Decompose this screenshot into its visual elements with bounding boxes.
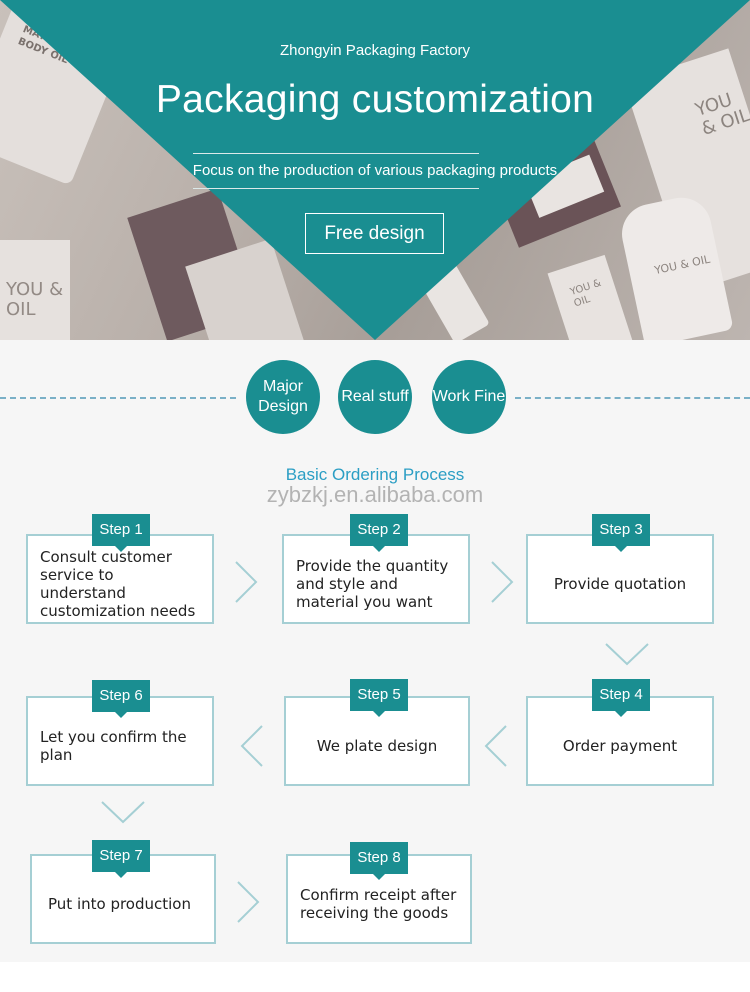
step-1-tag: Step 1 bbox=[92, 514, 150, 552]
ordering-process-section: Major Design Real stuff Work Fine Basic … bbox=[0, 340, 750, 962]
step-1-text: Consult customer service to understand c… bbox=[40, 548, 196, 620]
step-8-tag: Step 8 bbox=[350, 842, 408, 880]
dashed-divider-left bbox=[0, 397, 236, 399]
step-3-text: Provide quotation bbox=[553, 575, 687, 593]
dropper-label: YOU & OIL bbox=[653, 252, 712, 278]
step-3-tag: Step 3 bbox=[592, 514, 650, 552]
hero-divider-bottom bbox=[193, 188, 479, 189]
arrow-right-icon bbox=[234, 560, 258, 604]
step-6-tag: Step 6 bbox=[92, 680, 150, 718]
product-box-image: YOU & OIL bbox=[0, 240, 70, 340]
step-5-text: We plate design bbox=[316, 737, 438, 755]
step-7-tag: Step 7 bbox=[92, 840, 150, 878]
step-2-box: Provide the quantity and style and mater… bbox=[282, 534, 470, 624]
arrow-down-icon bbox=[100, 800, 146, 824]
hero-title: Packaging customization bbox=[155, 78, 595, 121]
arrow-left-icon bbox=[484, 724, 508, 768]
box-left-label: YOU & OIL bbox=[6, 279, 64, 320]
arrow-right-icon bbox=[490, 560, 514, 604]
small-box-label: YOU & OIL bbox=[568, 277, 603, 310]
step-1-box: Consult customer service to understand c… bbox=[26, 534, 214, 624]
step-7-text: Put into production bbox=[48, 895, 191, 913]
watermark: zybzkj.en.alibaba.com bbox=[266, 482, 484, 507]
step-2-tag: Step 2 bbox=[350, 514, 408, 552]
hero-divider-top bbox=[193, 153, 479, 154]
step-2-text: Provide the quantity and style and mater… bbox=[296, 557, 449, 611]
footer-spacer bbox=[0, 962, 750, 992]
hero-subtitle: Zhongyin Packaging Factory bbox=[279, 42, 471, 59]
step-4-text: Order payment bbox=[562, 737, 678, 755]
badge-major-design: Major Design bbox=[246, 360, 320, 434]
badge-work-fine: Work Fine bbox=[432, 360, 506, 434]
step-5-tag: Step 5 bbox=[350, 679, 408, 717]
arrow-down-icon bbox=[604, 642, 650, 666]
hero-banner: No.3 NOURISH & ENERGISE MATURE SKIN BODY… bbox=[0, 0, 750, 340]
process-title: Basic Ordering Process bbox=[285, 465, 465, 484]
free-design-button[interactable]: Free design bbox=[305, 213, 444, 254]
step-6-text: Let you confirm the plan bbox=[40, 728, 187, 764]
step-4-tag: Step 4 bbox=[592, 679, 650, 717]
product-small-box-image: YOU & OIL bbox=[547, 254, 633, 340]
step-8-text: Confirm receipt after receiving the good… bbox=[300, 886, 457, 922]
arrow-right-icon bbox=[236, 880, 260, 924]
badge-real-stuff: Real stuff bbox=[338, 360, 412, 434]
hero-focus-text: Focus on the production of various packa… bbox=[192, 162, 558, 179]
step-8-box: Confirm receipt after receiving the good… bbox=[286, 854, 472, 944]
arrow-left-icon bbox=[240, 724, 264, 768]
dashed-divider-right bbox=[515, 397, 750, 399]
